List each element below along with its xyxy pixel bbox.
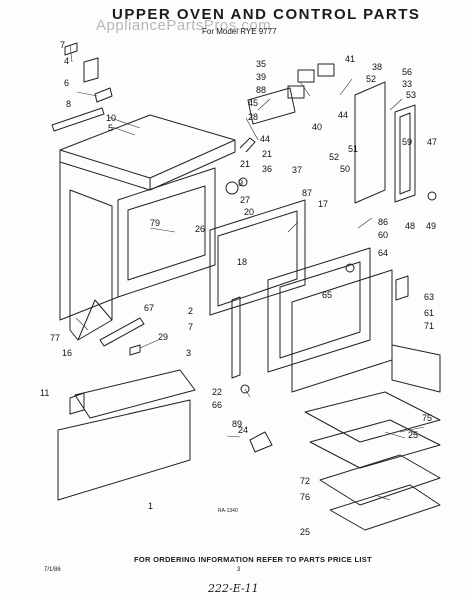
callout-label: 5 bbox=[108, 123, 113, 133]
callout-label: 17 bbox=[318, 199, 328, 209]
callout-label: 28 bbox=[248, 112, 258, 122]
callout-label: 6 bbox=[64, 78, 69, 88]
callout-label: 7 bbox=[188, 322, 193, 332]
callout-label: 25 bbox=[408, 430, 418, 440]
callout-label: 27 bbox=[240, 195, 250, 205]
callout-label: 2 bbox=[188, 306, 193, 316]
oven-cabinet bbox=[117, 167, 216, 298]
callout-label: 61 bbox=[424, 308, 434, 318]
callout-label: 1 bbox=[148, 501, 153, 511]
page-code: 7/1/86 bbox=[44, 567, 61, 573]
callout-label: 3 bbox=[186, 348, 191, 358]
control-switch bbox=[297, 69, 315, 83]
callout-label: 44 bbox=[260, 134, 270, 144]
callout-label: 10 bbox=[106, 113, 116, 123]
callout-labels: 7 4 6 8 5 10 28 45 88 39 35 41 38 52 56 … bbox=[40, 40, 437, 537]
figure-code: RA-1340 bbox=[218, 508, 238, 514]
bottom-shield bbox=[57, 399, 191, 501]
callout-label: 4 bbox=[64, 56, 69, 66]
callout-label: 40 bbox=[312, 122, 322, 132]
callout-label: 72 bbox=[300, 476, 310, 486]
callout-label: 71 bbox=[424, 321, 434, 331]
callout-label: 66 bbox=[212, 400, 222, 410]
callout-label: 20 bbox=[244, 207, 254, 217]
callout-label: 24 bbox=[238, 425, 248, 435]
callout-label: 22 bbox=[212, 387, 222, 397]
callout-label: 18 bbox=[237, 257, 247, 267]
callout-label: 21 bbox=[240, 159, 250, 169]
backguard bbox=[354, 81, 386, 204]
watermark-text: AppliancePartsPros.com bbox=[96, 17, 272, 34]
callout-label: 35 bbox=[256, 59, 266, 69]
ordering-footer: FOR ORDERING INFORMATION REFER TO PARTS … bbox=[134, 555, 372, 564]
panel-cover bbox=[59, 114, 236, 179]
trim-strip bbox=[51, 107, 105, 132]
callout-label: 89 bbox=[232, 419, 242, 429]
callout-label: 76 bbox=[300, 492, 310, 502]
callout-label: 33 bbox=[402, 79, 412, 89]
callout-label: 52 bbox=[329, 152, 339, 162]
callout-label: 52 bbox=[366, 74, 376, 84]
side-panel bbox=[69, 189, 113, 341]
callout-label: 75 bbox=[422, 413, 432, 423]
callout-label: 21 bbox=[262, 149, 272, 159]
control-module bbox=[247, 87, 296, 125]
callout-label: 63 bbox=[424, 292, 434, 302]
callout-label: 67 bbox=[144, 303, 154, 313]
callout-label: 9 bbox=[238, 178, 243, 188]
callout-label: 79 bbox=[150, 218, 160, 228]
callout-label: 59 bbox=[402, 137, 412, 147]
callout-label: 45 bbox=[248, 98, 258, 108]
callout-label: 56 bbox=[402, 67, 412, 77]
callout-label: 38 bbox=[372, 62, 382, 72]
callout-label: 41 bbox=[345, 54, 355, 64]
door-frame bbox=[209, 199, 306, 316]
callout-label: 64 bbox=[378, 248, 388, 258]
page-number: 3 bbox=[237, 567, 241, 573]
callout-label: 53 bbox=[406, 90, 416, 100]
oven-rack bbox=[304, 391, 441, 443]
callout-label: 36 bbox=[262, 164, 272, 174]
callout-label: 25 bbox=[300, 527, 310, 537]
callout-label: 77 bbox=[50, 333, 60, 343]
side-trim bbox=[394, 104, 416, 203]
door-outer-panel bbox=[291, 269, 393, 393]
callout-label: 49 bbox=[426, 221, 436, 231]
callout-label: 88 bbox=[256, 85, 266, 95]
callout-label: 51 bbox=[348, 144, 358, 154]
callout-label: 86 bbox=[378, 217, 388, 227]
callout-label: 44 bbox=[338, 110, 348, 120]
callout-label: 37 bbox=[292, 165, 302, 175]
callout-label: 16 bbox=[62, 348, 72, 358]
callout-label: 48 bbox=[405, 221, 415, 231]
knob bbox=[225, 181, 239, 195]
callout-label: 29 bbox=[158, 332, 168, 342]
handwritten-note: 222-E-11 bbox=[208, 582, 259, 595]
callout-label: 87 bbox=[302, 188, 312, 198]
callout-label: 8 bbox=[66, 99, 71, 109]
callout-label: 39 bbox=[256, 72, 266, 82]
callout-label: 7 bbox=[60, 40, 65, 50]
model-subtitle: For Model RYE 9777 bbox=[202, 27, 277, 36]
callout-label: 60 bbox=[378, 230, 388, 240]
element-bracket bbox=[391, 344, 441, 393]
door-window bbox=[267, 247, 371, 373]
page-title: UPPER OVEN AND CONTROL PARTS bbox=[112, 6, 421, 23]
callout-label: 47 bbox=[427, 137, 437, 147]
callout-label: 26 bbox=[195, 224, 205, 234]
callout-label: 11 bbox=[40, 388, 49, 398]
callout-label: 50 bbox=[340, 164, 350, 174]
callout-label: 65 bbox=[322, 290, 332, 300]
broiler-pan bbox=[319, 454, 441, 506]
